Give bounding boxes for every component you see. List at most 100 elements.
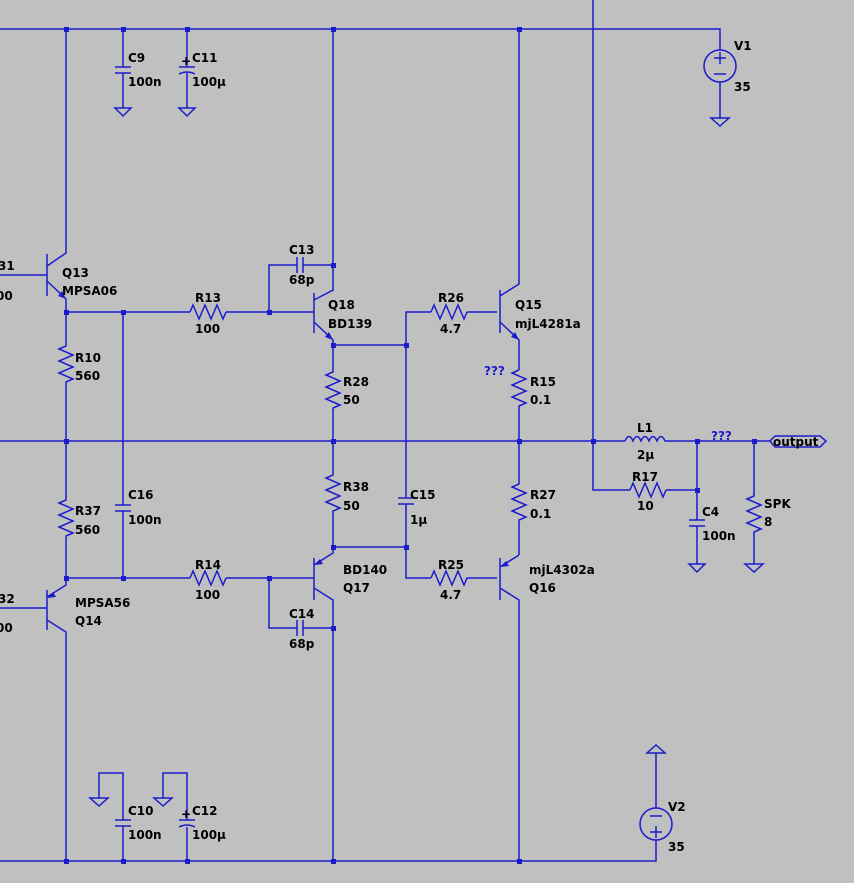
resistor-r13[interactable]: [189, 303, 227, 321]
label-r28: R28: [343, 375, 369, 389]
voltage-source-v2[interactable]: [639, 743, 673, 841]
capacitor-c15[interactable]: [398, 345, 431, 579]
label-r10: R10: [75, 351, 101, 365]
label-q15: Q15: [515, 298, 542, 312]
label-r38: R38: [343, 480, 369, 494]
label-q16: Q16: [529, 581, 556, 595]
value-c15: 1µ: [410, 513, 427, 527]
value-r26: 4.7: [440, 322, 461, 336]
value-c11: 100µ: [192, 75, 226, 89]
label-v1: V1: [734, 39, 752, 53]
polarity-plus: +: [181, 54, 191, 68]
value-c9: 100n: [128, 75, 162, 89]
label-c12: C12: [192, 804, 218, 818]
resistor-r25[interactable]: [430, 569, 497, 587]
label-r32-fragment: 32: [0, 592, 15, 606]
value-c13: 68p: [289, 273, 315, 287]
resistor-r28[interactable]: [324, 345, 342, 441]
label-c16: C16: [128, 488, 154, 502]
label-c11: C11: [192, 51, 218, 65]
capacitor-c4[interactable]: [687, 441, 707, 574]
value-c14: 68p: [289, 637, 315, 651]
label-c13: C13: [289, 243, 315, 257]
value-r15: 0.1: [530, 393, 551, 407]
transistor-q17[interactable]: [305, 547, 334, 861]
capacitor-c16[interactable]: [115, 312, 131, 578]
label-r31-fragment: 31: [0, 259, 15, 273]
capacitor-c13[interactable]: [268, 257, 333, 312]
value-r13: 100: [195, 322, 220, 336]
value-r38: 50: [343, 499, 360, 513]
value-c10: 100n: [128, 828, 162, 842]
value-c4: 100n: [702, 529, 736, 543]
label-c15: C15: [410, 488, 436, 502]
value-spk: 8: [764, 515, 772, 529]
speaker-load-spk[interactable]: [743, 441, 765, 574]
wire-r17: [592, 0, 697, 491]
unknown-net-label-2: ???: [711, 429, 732, 443]
value-v1: 35: [734, 80, 751, 94]
resistor-r38[interactable]: [324, 441, 342, 547]
capacitor-c14[interactable]: [268, 578, 333, 636]
negative-rail: [0, 840, 657, 862]
label-l1: L1: [637, 421, 653, 435]
positive-rail: [0, 28, 721, 50]
model-q16: mjL4302a: [529, 563, 595, 577]
output-flag[interactable]: output: [768, 435, 828, 449]
resistor-r10[interactable]: [57, 312, 75, 441]
resistor-r26[interactable]: [430, 303, 468, 321]
inductor-l1[interactable]: [624, 435, 770, 443]
unknown-net-label-1: ???: [484, 364, 505, 378]
value-c12: 100µ: [192, 828, 226, 842]
capacitor-c11[interactable]: +: [177, 29, 197, 118]
capacitor-c10[interactable]: [88, 772, 131, 861]
value-r37: 560: [75, 523, 100, 537]
value-c16: 100n: [128, 513, 162, 527]
capacitor-c9[interactable]: [113, 29, 133, 118]
value-r32-fragment: 00: [0, 621, 13, 635]
label-q18: Q18: [328, 298, 355, 312]
label-c10: C10: [128, 804, 154, 818]
value-r10: 560: [75, 369, 100, 383]
transistor-q15[interactable]: [499, 29, 520, 370]
resistor-r27[interactable]: [510, 441, 528, 555]
label-q17: Q17: [343, 581, 370, 595]
label-r26: R26: [438, 291, 464, 305]
value-v2: 35: [668, 840, 685, 854]
value-r25: 4.7: [440, 588, 461, 602]
value-r31-fragment: 00: [0, 289, 13, 303]
polarity-plus: +: [181, 807, 191, 821]
value-r27: 0.1: [530, 507, 551, 521]
model-q13: MPSA06: [62, 284, 117, 298]
model-q15: mjL4281a: [515, 317, 581, 331]
label-r13: R13: [195, 291, 221, 305]
resistor-r17[interactable]: [629, 481, 667, 499]
junction-dots: [64, 27, 757, 864]
label-q13: Q13: [62, 266, 89, 280]
value-l1: 2µ: [637, 448, 654, 462]
value-r14: 100: [195, 588, 220, 602]
label-r15: R15: [530, 375, 556, 389]
label-c4: C4: [702, 505, 719, 519]
label-v2: V2: [668, 800, 686, 814]
label-r17: R17: [632, 470, 658, 484]
resistor-r37[interactable]: [57, 441, 75, 578]
transistor-q16[interactable]: [499, 554, 520, 861]
resistor-r15[interactable]: [510, 369, 528, 441]
label-q14: Q14: [75, 614, 102, 628]
capacitor-c12[interactable]: +: [152, 772, 196, 861]
output-label: output: [773, 435, 819, 449]
label-c9: C9: [128, 51, 145, 65]
label-r25: R25: [438, 558, 464, 572]
transistor-q13[interactable]: [0, 29, 67, 312]
value-r17: 10: [637, 499, 654, 513]
resistor-r14[interactable]: [189, 569, 227, 587]
wire-r26: [405, 311, 497, 345]
model-q14: MPSA56: [75, 596, 130, 610]
label-r14: R14: [195, 558, 221, 572]
label-c14: C14: [289, 607, 315, 621]
model-q18: BD139: [328, 317, 372, 331]
voltage-source-v1[interactable]: [703, 49, 737, 128]
label-spk: SPK: [764, 497, 791, 511]
